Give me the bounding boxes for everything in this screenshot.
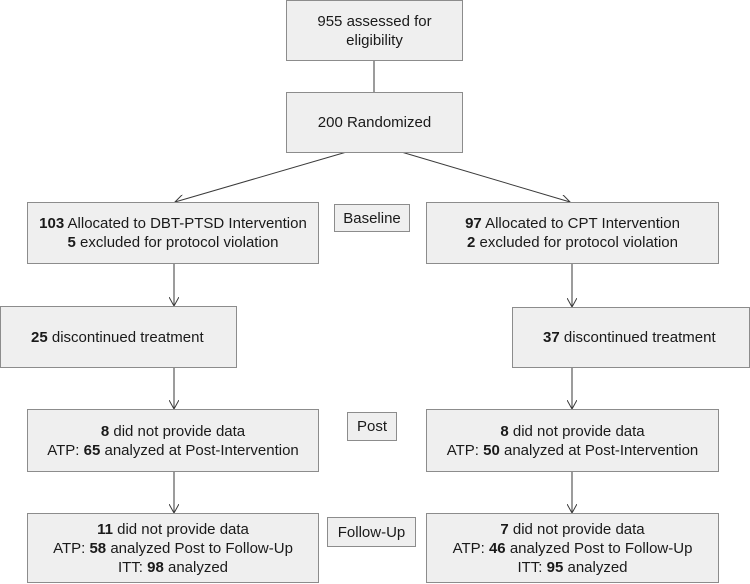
right-discontinued-text: 37 discontinued treatment bbox=[543, 329, 716, 346]
right-allocation-box: 97 Allocated to CPT Intervention 2 exclu… bbox=[426, 202, 719, 264]
left-allocation-box: 103 Allocated to DBT-PTSD Intervention 5… bbox=[27, 202, 319, 264]
left-post-line-1: 8 did not provide data bbox=[100, 422, 246, 440]
assessed-box: 955 assessed for eligibility bbox=[286, 0, 463, 61]
left-allocation-line-1: 103 Allocated to DBT-PTSD Intervention bbox=[39, 215, 307, 232]
arrow-to-left-alloc bbox=[175, 150, 351, 202]
randomized-box: 200 Randomized bbox=[286, 92, 463, 153]
left-post-box: 8 did not provide data ATP: 65 analyzed … bbox=[27, 409, 319, 472]
right-post-box: 8 did not provide data ATP: 50 analyzed … bbox=[426, 409, 719, 472]
left-followup-line-2: ATP: 58 analyzed Post to Follow-Up bbox=[53, 539, 293, 557]
right-followup-box: 7 did not provide data ATP: 46 analyzed … bbox=[426, 513, 719, 583]
right-followup-line-3: ITT: 95 analyzed bbox=[517, 558, 628, 576]
right-post-line-2: ATP: 50 analyzed at Post-Intervention bbox=[446, 441, 699, 459]
left-discontinued-box: 25 discontinued treatment bbox=[0, 306, 237, 368]
right-allocation-line-2: 2 excluded for protocol violation bbox=[467, 234, 678, 251]
randomized-text: 200 Randomized bbox=[317, 114, 432, 131]
baseline-label: Baseline bbox=[334, 204, 410, 232]
right-followup-line-2: ATP: 46 analyzed Post to Follow-Up bbox=[452, 539, 693, 557]
left-followup-box: 11 did not provide data ATP: 58 analyzed… bbox=[27, 513, 319, 583]
right-discontinued-box: 37 discontinued treatment bbox=[512, 307, 750, 368]
follow-up-label: Follow-Up bbox=[327, 517, 416, 547]
left-allocation-line-2: 5 excluded for protocol violation bbox=[67, 234, 279, 251]
arrow-to-right-alloc bbox=[397, 150, 570, 202]
right-allocation-line-1: 97 Allocated to CPT Intervention bbox=[465, 215, 680, 232]
right-followup-line-1: 7 did not provide data bbox=[500, 520, 645, 538]
assessed-line-2: eligibility bbox=[346, 31, 403, 49]
left-post-line-2: ATP: 65 analyzed at Post-Intervention bbox=[47, 441, 299, 459]
left-followup-line-3: ITT: 98 analyzed bbox=[117, 558, 229, 576]
post-label: Post bbox=[347, 412, 397, 441]
assessed-line-1: 955 assessed for bbox=[317, 12, 432, 30]
left-followup-line-1: 11 did not provide data bbox=[97, 520, 249, 538]
right-post-line-1: 8 did not provide data bbox=[500, 422, 645, 440]
left-discontinued-text: 25 discontinued treatment bbox=[31, 328, 204, 346]
